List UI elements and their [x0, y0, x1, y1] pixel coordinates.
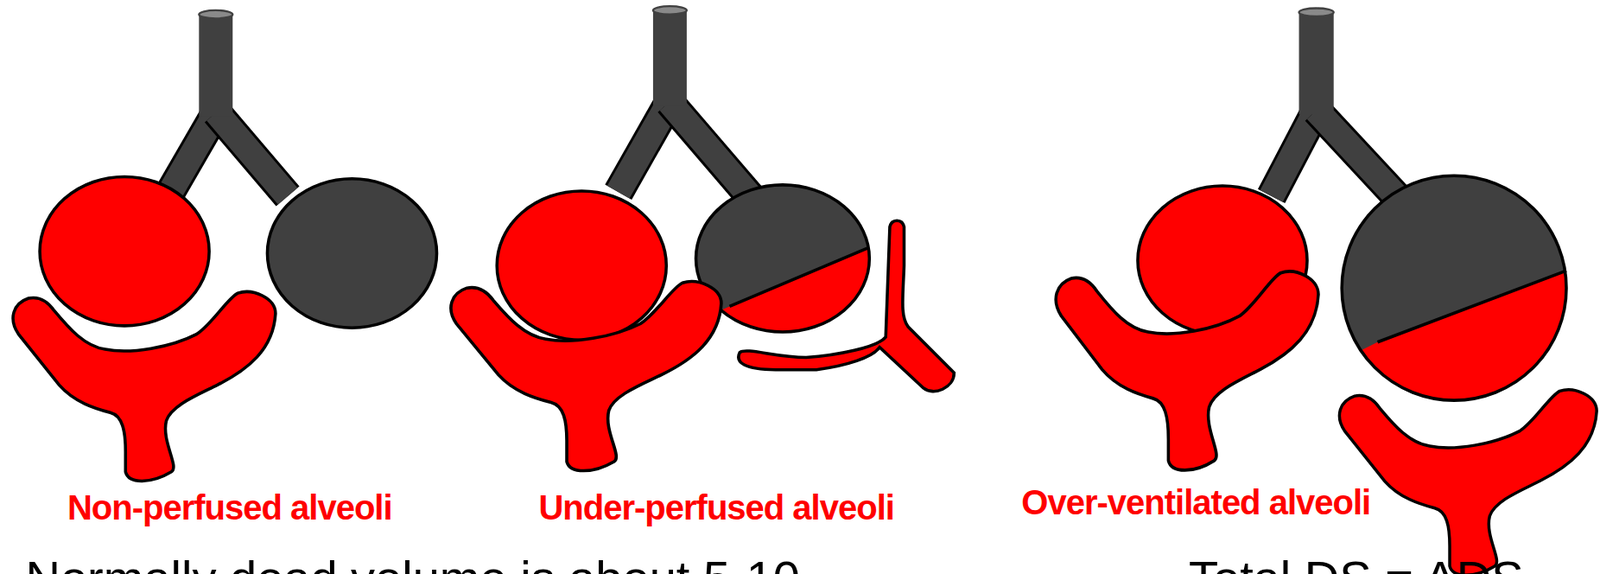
airway: [618, 6, 750, 197]
capillary: [450, 281, 722, 471]
alveolus: [39, 176, 210, 325]
compressed-capillary: [738, 220, 954, 391]
panel-caption: Non-perfused alveoli: [67, 489, 393, 525]
panel-caption: Under-perfused alveoli: [538, 489, 894, 525]
panel-caption: Over-ventilated alveoli: [1021, 484, 1371, 520]
capillary: [1055, 271, 1319, 470]
capillary: [12, 292, 276, 482]
airway: [1271, 8, 1401, 201]
footnote-text: Normally dead volume is about 5-10: [25, 553, 800, 574]
footnote-text: Total DS = ADS: [1188, 553, 1524, 574]
overinflated-alveolus: [1326, 163, 1592, 400]
alveolus: [496, 190, 667, 340]
alveolus: [266, 178, 437, 328]
capillary: [1339, 389, 1597, 574]
airway: [171, 10, 288, 197]
